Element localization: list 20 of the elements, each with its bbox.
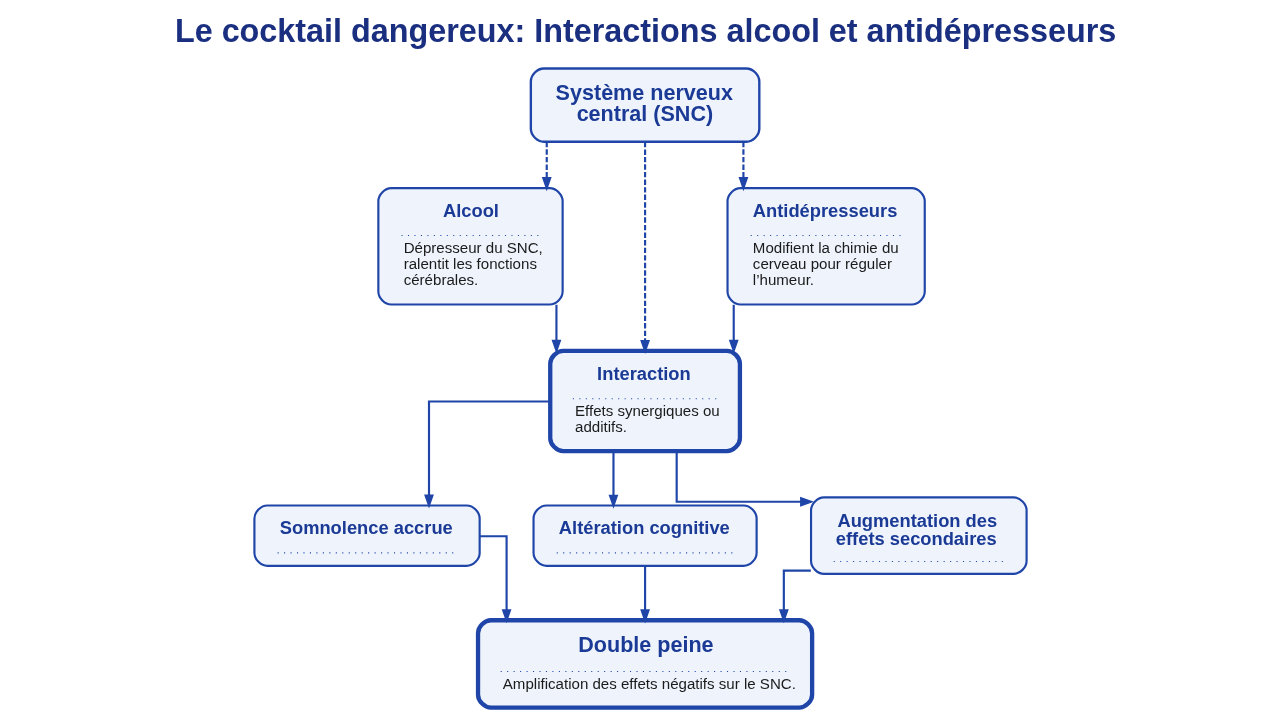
node-box: Alcool Dépresseur du SNC, ralentit les fonctions cérébrales. (376, 187, 564, 306)
arrow (728, 304, 739, 354)
arrow (541, 141, 552, 192)
arrow (675, 451, 814, 507)
node-box: Antidépresseurs Modifient la chimie du cerveau pour réguler l’humeur. (725, 187, 926, 306)
arrow (551, 304, 561, 354)
arrow (639, 566, 650, 624)
node-box: Système nerveux central (SNC) (529, 67, 760, 143)
arrow (423, 400, 550, 509)
node-box: Somnolence accrue (252, 504, 481, 567)
node-box: Double peine Amplification des effets négatifs sur le SNC. (475, 618, 814, 710)
node-box: Augmentation des effets secondaires (809, 496, 1028, 575)
diagram-title: Le cocktail dangereux: Interactions alcool et antidépresseurs (174, 12, 1116, 49)
arrow (479, 535, 511, 624)
arrow (639, 142, 650, 354)
arrow (778, 569, 811, 624)
node-box: Interaction Effets synergiques ou additifs. (547, 348, 742, 454)
arrow (608, 451, 618, 509)
node-box: Altération cognitive (531, 504, 758, 567)
arrow (738, 141, 748, 192)
